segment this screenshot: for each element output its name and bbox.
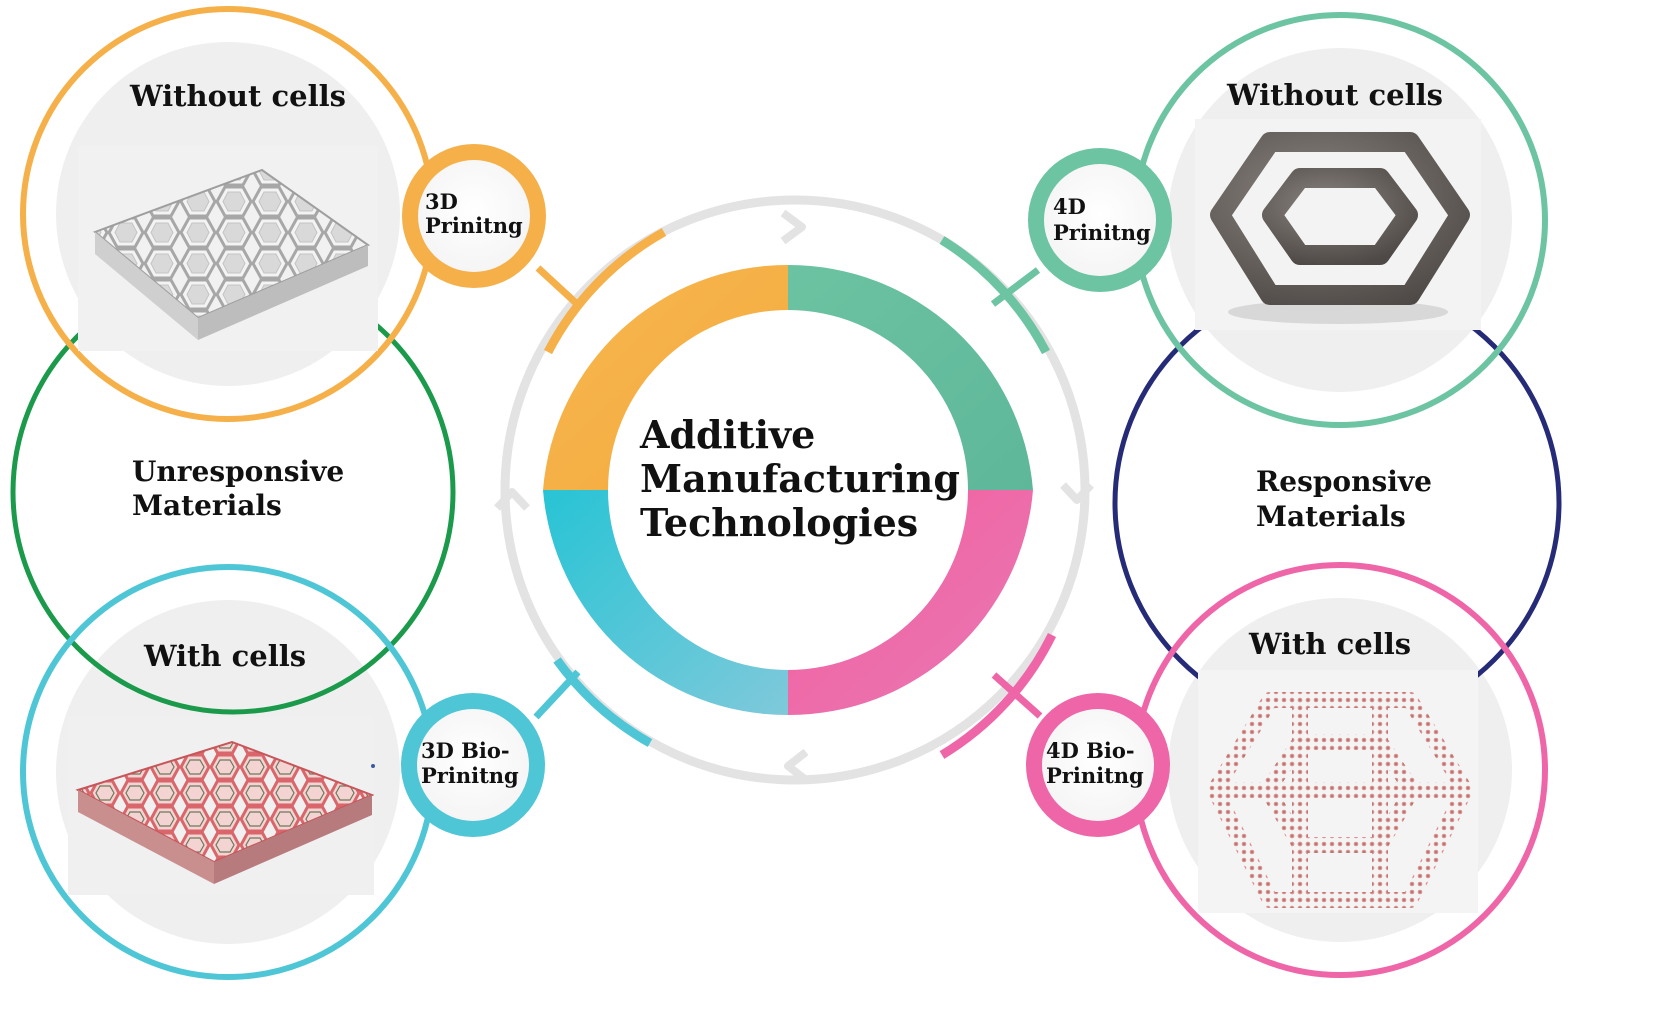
node-4d-printing-line2: Prinitng — [1053, 220, 1151, 245]
center-disc — [608, 310, 968, 670]
truncated-octahedron-lattice-icon — [1195, 119, 1481, 330]
left-bottom-heading: With cells — [143, 639, 306, 673]
right-bottom-heading: With cells — [1248, 627, 1411, 661]
node-4d-bio-printing: 4D Bio- Prinitng — [1026, 693, 1170, 837]
truncated-octahedron-lattice-with-cells-icon — [1198, 670, 1478, 913]
cycle-arrow-right-icon — [1060, 482, 1094, 504]
node-4d-printing-line1: 4D — [1053, 194, 1086, 219]
connector-3d-printing — [535, 265, 579, 306]
center-title-line1: Additive — [639, 412, 815, 457]
node-3d-bio-printing: 3D Bio- Prinitng — [401, 693, 545, 837]
responsive-materials-label-line2: Materials — [1256, 500, 1406, 533]
left-top-heading: Without cells — [129, 79, 346, 113]
left-group: Without cells With cells Unresponsive Ma… — [10, 6, 456, 980]
stray-dot — [371, 764, 375, 768]
connector-3d-bio-printing — [533, 669, 581, 720]
node-3d-bio-printing-line1: 3D Bio- — [421, 738, 510, 763]
cycle-arrow-bottom-icon — [784, 748, 809, 784]
node-3d-printing: 3D Prinitng — [402, 144, 546, 288]
connector-4d-bio-printing — [991, 672, 1043, 719]
node-3d-bio-printing-line2: Prinitng — [421, 763, 519, 788]
accent-arc-orange — [544, 228, 667, 355]
hex-lattice-scaffold-with-cells-icon — [68, 717, 374, 895]
node-4d-bio-printing-line1: 4D Bio- — [1046, 738, 1135, 763]
center-title-line2: Manufacturing — [640, 456, 960, 501]
responsive-materials-label-line1: Responsive — [1256, 465, 1432, 498]
cycle-arrow-left-icon — [494, 488, 530, 511]
center-hub: Additive Manufacturing Technologies — [494, 195, 1094, 785]
hex-lattice-scaffold-icon — [78, 146, 378, 351]
node-3d-printing-line2: Prinitng — [425, 213, 523, 238]
unresponsive-materials-label-line2: Materials — [132, 489, 282, 522]
center-title-line3: Technologies — [640, 500, 918, 545]
unresponsive-materials-label-line1: Unresponsive — [132, 455, 344, 488]
right-group: Without cells With cells Responsive Mate… — [1112, 12, 1562, 978]
node-4d-printing: 4D Prinitng — [1028, 148, 1172, 292]
node-3d-printing-line1: 3D — [425, 189, 458, 214]
connectors — [533, 265, 1043, 720]
accent-arc-pink — [939, 633, 1057, 759]
right-top-heading: Without cells — [1226, 78, 1443, 112]
accent-arc-green — [939, 236, 1050, 355]
accent-arc-cyan — [553, 657, 653, 747]
node-4d-bio-printing-line2: Prinitng — [1046, 763, 1144, 788]
cycle-arrow-top-icon — [780, 209, 806, 245]
connector-4d-printing — [990, 267, 1041, 307]
